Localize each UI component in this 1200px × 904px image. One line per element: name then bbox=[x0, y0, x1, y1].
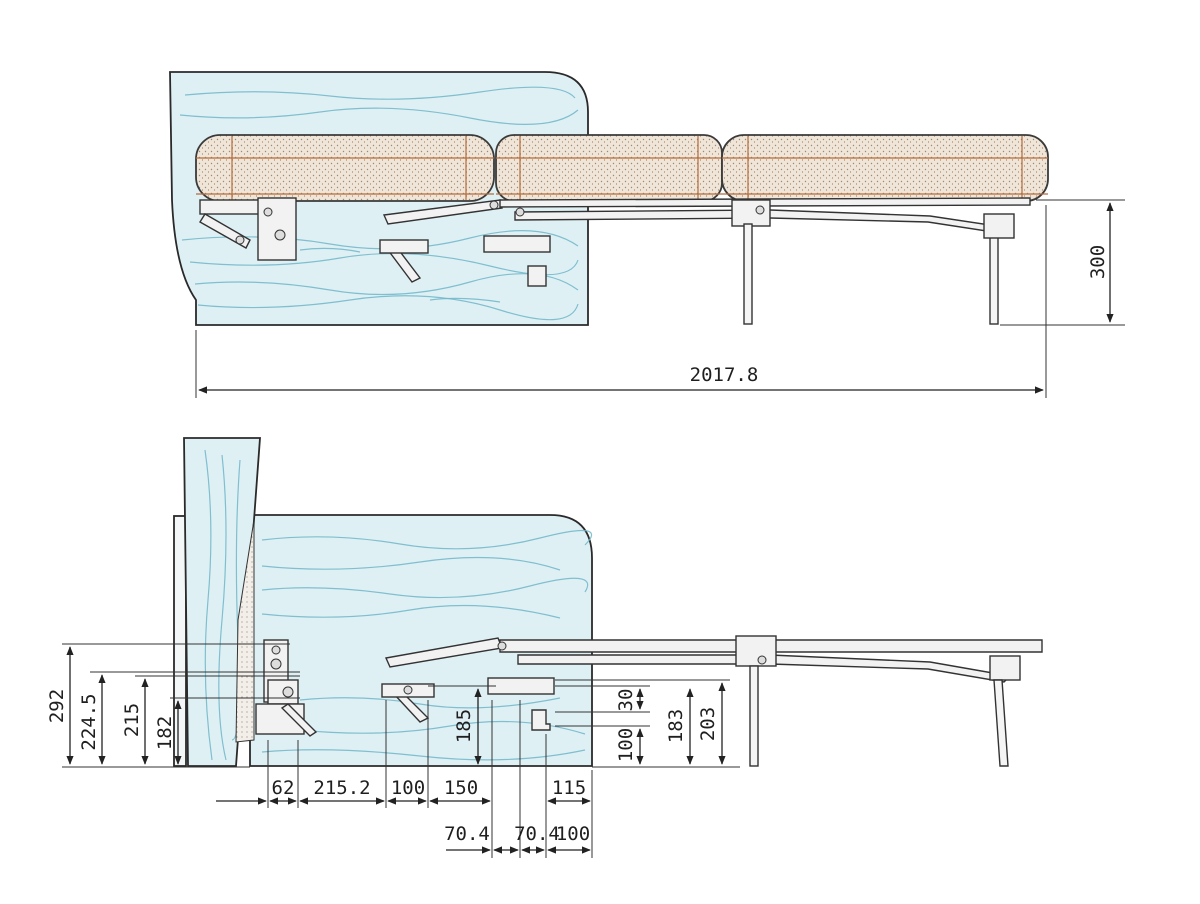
dim-h-185: 185 bbox=[453, 709, 475, 743]
dim-h-224-5: 224.5 bbox=[78, 693, 100, 750]
dim-overall-width: 2017.8 bbox=[690, 364, 759, 386]
side-panel-bottom-grain bbox=[261, 529, 593, 761]
dim-w-115: 115 bbox=[552, 777, 586, 799]
dim-w-215-2: 215.2 bbox=[313, 777, 370, 799]
dim-w-70-4-a: 70.4 bbox=[444, 823, 490, 845]
dim-h-100: 100 bbox=[615, 728, 637, 762]
dim-h-183: 183 bbox=[665, 709, 687, 743]
top-mechanism bbox=[199, 197, 1031, 325]
top-view: 300 2017.8 bbox=[169, 71, 1125, 398]
cushion-front bbox=[721, 134, 1049, 202]
dim-w-100: 100 bbox=[391, 777, 425, 799]
cushion-middle bbox=[495, 134, 723, 202]
dim-seat-height: 300 bbox=[1087, 245, 1109, 279]
cushion-back bbox=[195, 134, 495, 202]
dim-w-70-4-b: 70.4 bbox=[514, 823, 560, 845]
cushions bbox=[195, 134, 1049, 202]
dim-w-100-b: 100 bbox=[556, 823, 590, 845]
right-height-dims: 185 30 100 183 203 bbox=[428, 679, 740, 768]
dim-h-30: 30 bbox=[615, 689, 637, 712]
top-dimensions: 300 2017.8 bbox=[195, 199, 1125, 398]
bottom-view: 292 224.5 215 182 185 30 100 183 203 bbox=[46, 437, 1043, 858]
left-height-dims: 292 224.5 215 182 bbox=[46, 643, 300, 768]
horizontal-dims: 62 215.2 100 150 115 70.4 70.4 100 bbox=[216, 700, 593, 858]
post-foam bbox=[235, 519, 255, 743]
dim-w-150: 150 bbox=[444, 777, 478, 799]
dim-w-62: 62 bbox=[272, 777, 295, 799]
dim-h-182: 182 bbox=[154, 716, 176, 750]
dim-h-292: 292 bbox=[46, 689, 68, 723]
bottom-mechanism bbox=[255, 635, 1043, 767]
dim-h-203: 203 bbox=[697, 707, 719, 741]
dim-h-215: 215 bbox=[121, 703, 143, 737]
